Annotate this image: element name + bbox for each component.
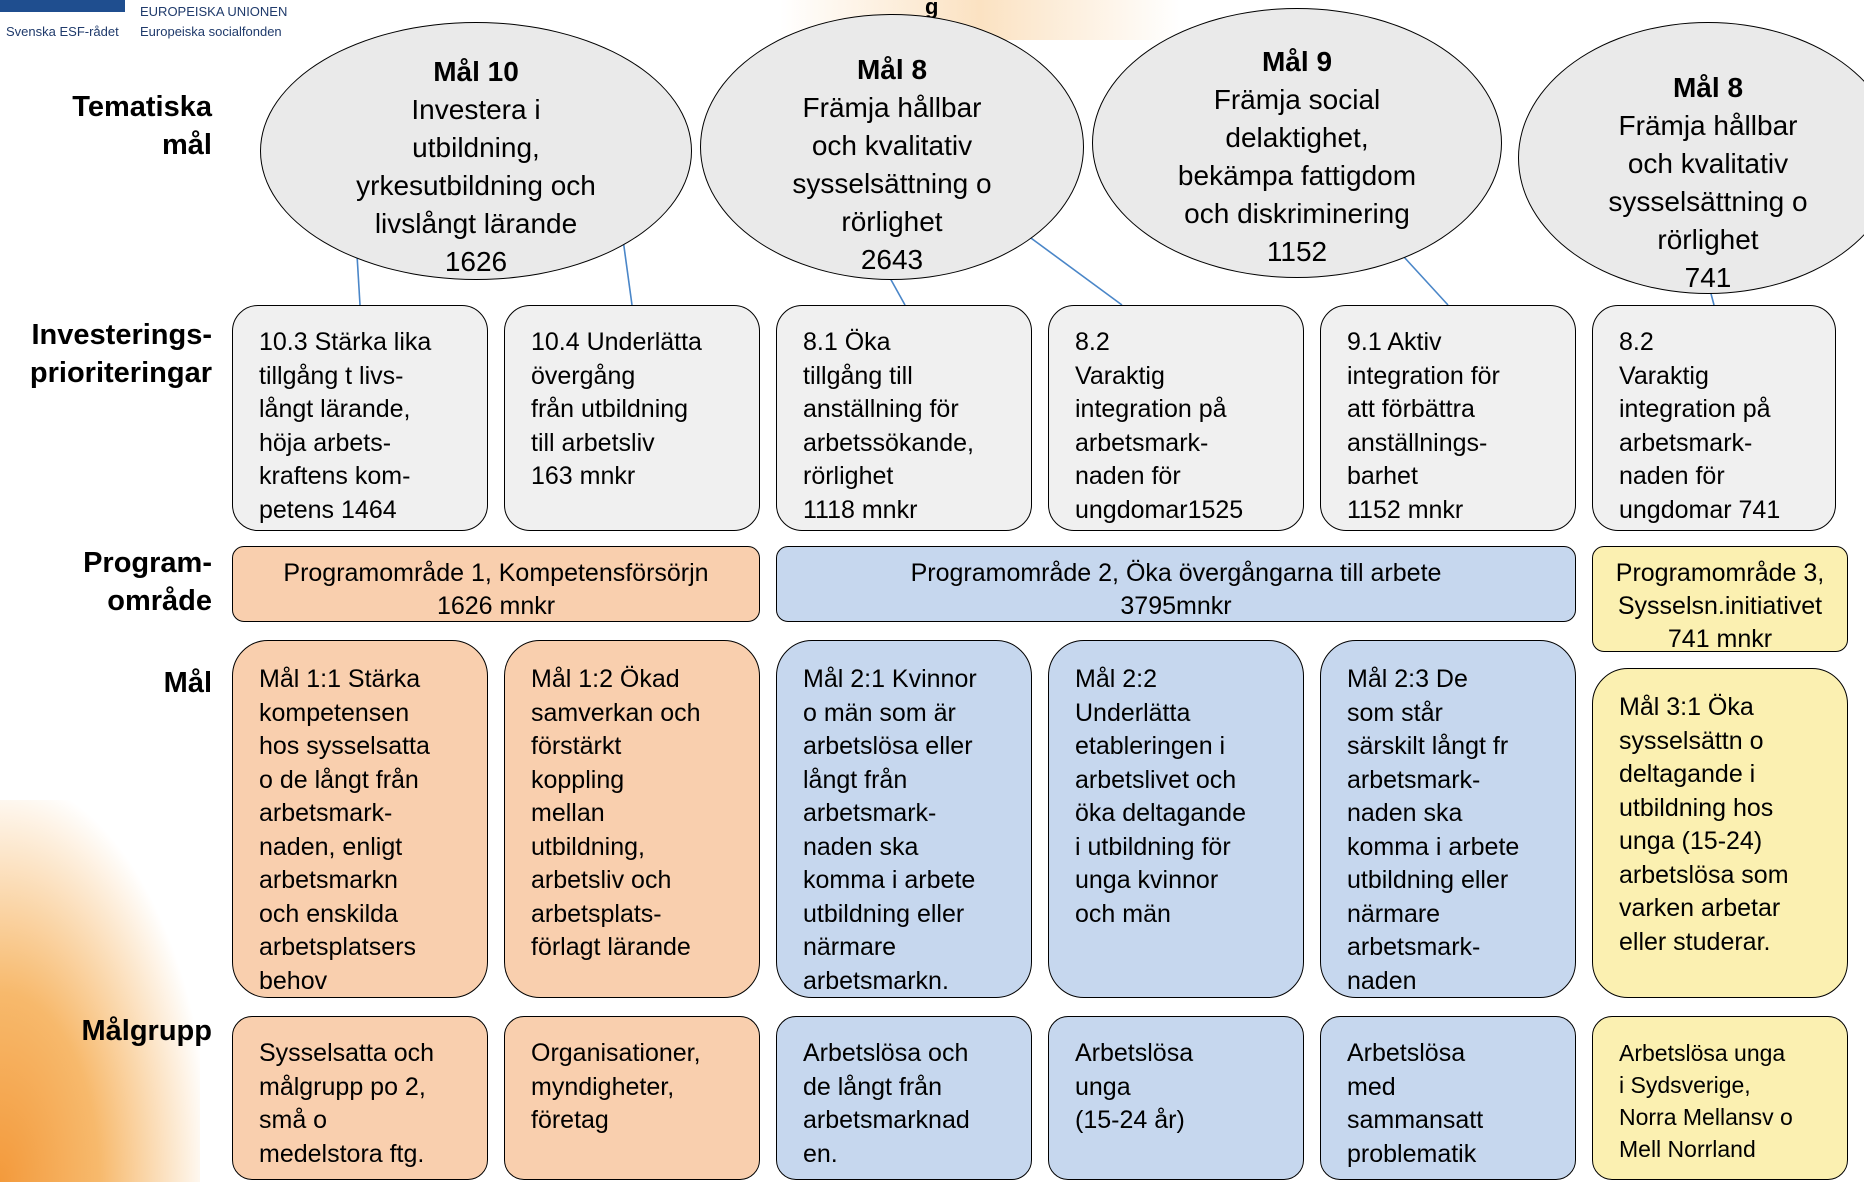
thematic-goal-oval: Mål 8 Främja hållbar och kvalitativ syss… <box>700 14 1084 280</box>
row-label-tematiska: Tematiska mål <box>72 91 212 161</box>
connector-line <box>889 277 906 306</box>
investment-priority-box: 10.3 Stärka lika tillgång t livs- långt … <box>232 305 488 531</box>
target-group-box: Arbetslösa med sammansatt problematik <box>1320 1016 1576 1180</box>
thematic-goal-text: Investera i utbildning, yrkesutbildning … <box>356 94 596 277</box>
thematic-goal-oval: Mål 9 Främja social delaktighet, bekämpa… <box>1092 8 1502 278</box>
row-label-investering: Investerings- prioriteringar <box>29 319 212 389</box>
row-label-mal: Mål <box>163 667 212 699</box>
esf-logo: EUROPEISKA UNIONEN Svenska ESF-rådet Eur… <box>0 0 340 44</box>
thematic-goal-text: Främja hållbar och kvalitativ sysselsätt… <box>1608 110 1808 293</box>
thematic-goal-oval: Mål 10 Investera i utbildning, yrkesutbi… <box>260 22 692 280</box>
row-label-malgrupp: Målgrupp <box>81 1015 213 1047</box>
goal-box: Mål 2:3 De som står särskilt långt fr ar… <box>1320 640 1576 998</box>
target-group-box: Organisationer, myndigheter, företag <box>504 1016 760 1180</box>
row-label-program: Program- område <box>83 547 212 617</box>
eu-flag-bar <box>0 0 125 12</box>
program-area-2: Programområde 2, Öka övergångarna till a… <box>776 546 1576 622</box>
thematic-goal-title: Mål 10 <box>433 56 519 87</box>
thematic-goal-text: Främja social delaktighet, bekämpa fatti… <box>1177 84 1417 267</box>
goal-box: Mål 2:2 Underlätta etableringen i arbets… <box>1048 640 1304 998</box>
investment-priority-box: 8.1 Öka tillgång till anställning för ar… <box>776 305 1032 531</box>
goal-box: Mål 2:1 Kvinnor o män som är arbetslösa … <box>776 640 1032 998</box>
background-gradient <box>0 800 200 1182</box>
thematic-goal-oval: Mål 8 Främja hållbar och kvalitativ syss… <box>1518 22 1864 294</box>
target-group-box: Arbetslösa och de långt från arbetsmarkn… <box>776 1016 1032 1180</box>
org-right-text: Europeiska socialfonden <box>140 24 282 39</box>
org-top-text: EUROPEISKA UNIONEN <box>140 4 288 19</box>
org-left-text: Svenska ESF-rådet <box>6 24 119 39</box>
target-group-box: Arbetslösa unga i Sydsverige, Norra Mell… <box>1592 1016 1848 1180</box>
program-area-1: Programområde 1, Kompetensförsörjn 1626 … <box>232 546 760 622</box>
investment-priority-box: 10.4 Underlätta övergång från utbildning… <box>504 305 760 531</box>
title-fragment: g <box>925 0 939 19</box>
target-group-box: Arbetslösa unga (15-24 år) <box>1048 1016 1304 1180</box>
investment-priority-box: 8.2 Varaktig integration på arbetsmark- … <box>1048 305 1304 531</box>
investment-priority-box: 8.2 Varaktig integration på arbetsmark- … <box>1592 305 1836 531</box>
thematic-goal-title: Mål 8 <box>856 54 928 85</box>
thematic-goal-text: Främja hållbar och kvalitativ sysselsätt… <box>792 92 992 275</box>
investment-priority-box: 9.1 Aktiv integration för att förbättra … <box>1320 305 1576 531</box>
thematic-goal-title: Mål 8 <box>1672 72 1744 103</box>
target-group-box: Sysselsatta och målgrupp po 2, små o med… <box>232 1016 488 1180</box>
goal-box: Mål 1:2 Ökad samverkan och förstärkt kop… <box>504 640 760 998</box>
thematic-goal-title: Mål 9 <box>1261 46 1333 77</box>
goal-box: Mål 1:1 Stärka kompetensen hos sysselsat… <box>232 640 488 998</box>
program-area-3: Programområde 3, Sysselsn.initiativet 74… <box>1592 546 1848 653</box>
goal-box: Mål 3:1 Öka sysselsättn o deltagande i u… <box>1592 668 1848 998</box>
